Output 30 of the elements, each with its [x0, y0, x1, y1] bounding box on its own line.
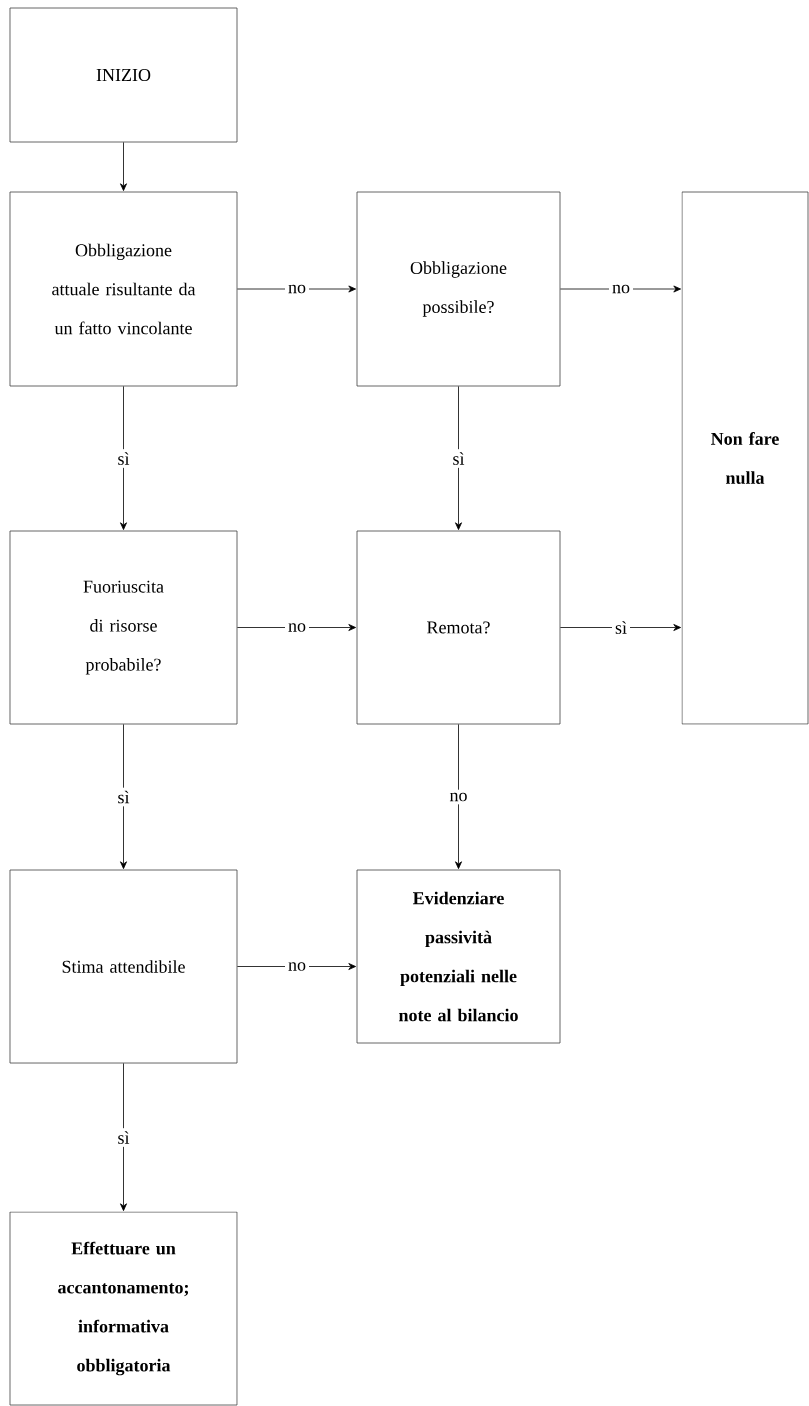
arrow [120, 724, 127, 870]
edge-label: sì [612, 618, 630, 637]
process-box: Effettuare un accantonamento; informativa obbligatoria [9, 1211, 238, 1406]
edge-label: no [285, 281, 309, 297]
arrow [237, 963, 356, 970]
process-box: Fuoriuscita di risorse probabile? [9, 530, 238, 725]
process-box: Obbligazione attuale risultante da un fatto vincolante [9, 191, 238, 387]
edge-label: sì [114, 449, 133, 468]
edge-label: no [285, 620, 309, 635]
arrow [455, 386, 462, 530]
arrow [560, 624, 681, 631]
process-box: Stima attendibile [9, 869, 238, 1064]
arrow [120, 1063, 127, 1212]
arrow [120, 386, 127, 530]
arrow [237, 285, 356, 293]
edge-label: sì [114, 787, 133, 807]
arrow [560, 285, 681, 293]
process-box: Remota? [356, 530, 561, 725]
edge-label: no [446, 789, 471, 805]
arrow [237, 624, 356, 631]
process-box: INIZIO [9, 7, 238, 143]
process-box: Evidenziare passività potenziali nelle note al bilancio [356, 869, 561, 1044]
edge-label: no [285, 959, 309, 974]
process-box: Obbligazione possibile? [356, 191, 561, 387]
edge-label: sì [449, 449, 468, 468]
edge-label: sì [114, 1128, 133, 1147]
process-box: Non fare nulla [681, 191, 809, 725]
arrow [120, 142, 127, 191]
arrow [455, 724, 462, 870]
edge-label: no [609, 281, 633, 297]
